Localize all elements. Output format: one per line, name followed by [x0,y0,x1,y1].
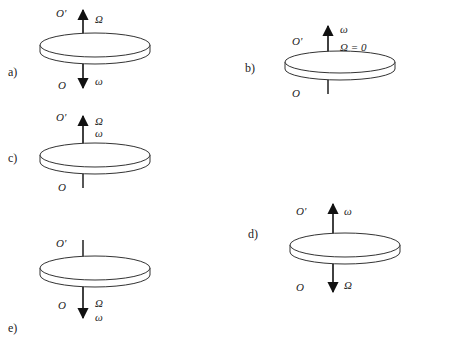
axis-label: ω [344,206,352,217]
axis-label: O' [56,238,66,249]
axis-label: Ω = 0 [340,42,366,53]
axis-label: Ω [95,298,103,309]
axis-label: ω [95,312,103,323]
axis-label: ω [340,24,348,35]
axis-label: O [58,182,66,193]
panel-letter: c) [8,152,17,164]
axis-label: O [296,282,304,293]
axis-label: O [58,300,66,311]
axis-label: O [292,88,300,99]
panel-letter: b) [245,62,255,74]
axis-label: Ω [95,116,103,127]
axis-label: O' [56,112,66,123]
axis-label: O' [296,206,306,217]
panel-letter: e) [8,322,17,334]
panel-letter: a) [8,66,17,78]
axis-label: O [58,80,66,91]
axis-label: Ω [344,280,352,291]
panel-letter: d) [248,228,258,240]
axis-label: O' [56,8,66,19]
axis-label: Ω [95,14,103,25]
axis-label: ω [95,128,103,139]
axis-label: ω [95,76,103,87]
axis-label: O' [292,36,302,47]
